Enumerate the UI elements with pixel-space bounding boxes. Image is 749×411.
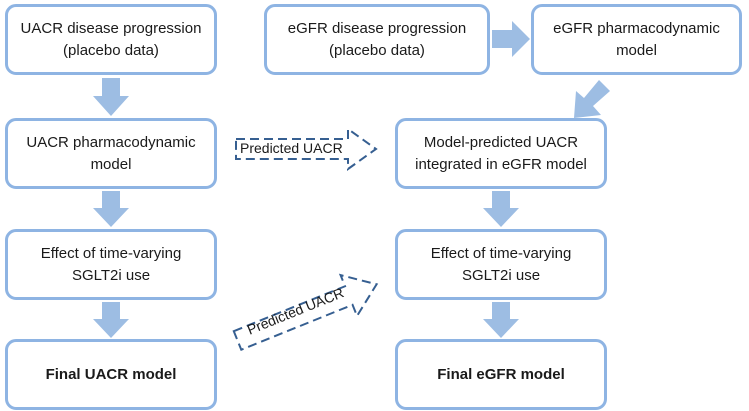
egfr-progression-line1: eGFR disease progression <box>287 19 467 37</box>
arrow-down-left-3 <box>93 302 129 338</box>
egfr-pd-model-line1: eGFR pharmacodynamic <box>553 19 720 37</box>
uacr-sglt2i-effect-box: Effect of time-varying SGLT2i use <box>5 229 217 300</box>
uacr-sglt2i-line2: SGLT2i use <box>71 266 151 284</box>
final-egfr-model-label: Final eGFR model <box>437 365 565 383</box>
final-uacr-model-label: Final UACR model <box>45 365 177 383</box>
final-egfr-model-box: Final eGFR model <box>395 339 607 410</box>
uacr-integrated-box: Model-predicted UACR integrated in eGFR … <box>395 118 607 189</box>
uacr-progression-line1: UACR disease progression <box>20 19 202 37</box>
uacr-progression-line2: (placebo data) <box>63 41 159 59</box>
egfr-sglt2i-effect-box: Effect of time-varying SGLT2i use <box>395 229 607 300</box>
egfr-progression-box: eGFR disease progression (placebo data) <box>264 4 490 75</box>
egfr-sglt2i-line1: Effect of time-varying <box>430 244 572 262</box>
arrow-down-left-1 <box>93 78 129 116</box>
egfr-pd-model-line2: model <box>616 41 657 59</box>
uacr-pd-model-line2: model <box>90 155 132 173</box>
arrow-diagonal-to-integrated <box>574 80 610 118</box>
arrow-down-right-2 <box>483 302 519 338</box>
predicted-uacr-arrow-horizontal <box>235 127 378 171</box>
uacr-integrated-line1: Model-predicted UACR <box>423 133 579 151</box>
predicted-uacr-arrow-diagonal <box>232 273 379 352</box>
uacr-progression-box: UACR disease progression (placebo data) <box>5 4 217 75</box>
uacr-integrated-line2: integrated in eGFR model <box>415 155 587 173</box>
egfr-progression-line2: (placebo data) <box>329 41 425 59</box>
egfr-pd-model-box: eGFR pharmacodynamic model <box>531 4 742 75</box>
uacr-sglt2i-line1: Effect of time-varying <box>40 244 182 262</box>
egfr-sglt2i-line2: SGLT2i use <box>461 266 541 284</box>
final-uacr-model-box: Final UACR model <box>5 339 217 410</box>
uacr-pd-model-box: UACR pharmacodynamic model <box>5 118 217 189</box>
predicted-uacr-label-1: Predicted UACR <box>240 140 343 156</box>
arrow-down-right-1 <box>483 191 519 227</box>
arrow-right-egfr-progression <box>492 21 530 57</box>
uacr-pd-model-line1: UACR pharmacodynamic <box>26 133 196 151</box>
arrow-down-left-2 <box>93 191 129 227</box>
